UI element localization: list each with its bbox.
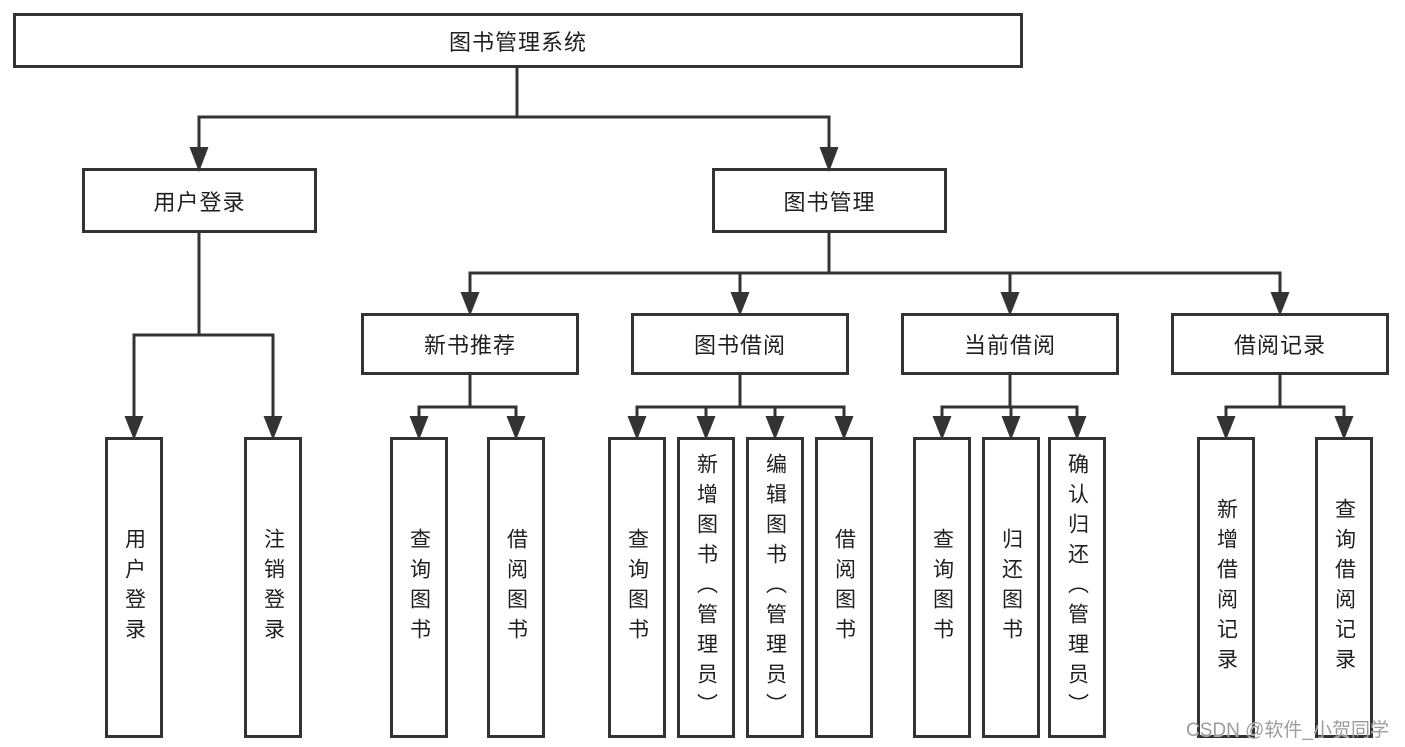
leaf-cb-query-book-label: 查询图书 (930, 527, 954, 648)
leaf-cb-query-book: 查询图书 (913, 437, 971, 738)
leaf-bb-borrow-book: 借阅图书 (815, 437, 873, 738)
leaf-bb-edit-book-admin: 编辑图书（管理员） (746, 437, 804, 738)
leaf-nbr-borrow-book-label: 借阅图书 (504, 527, 528, 648)
connector-newbookrec-to-leaves (417, 374, 518, 421)
leaf-cb-return-book: 归还图书 (982, 437, 1040, 738)
leaf-br-query-record: 查询借阅记录 (1315, 437, 1373, 738)
connector-root-to-level2 (197, 67, 831, 150)
node-current-borrow-label: 当前借阅 (963, 333, 1056, 358)
leaf-bb-edit-book-admin-label: 编辑图书（管理员） (763, 452, 787, 723)
leaf-bb-query-book-label: 查询图书 (625, 527, 649, 648)
connector-userlogin-to-leaves (132, 231, 275, 420)
node-user-login: 用户登录 (82, 168, 317, 233)
node-book-borrow-label: 图书借阅 (693, 333, 786, 358)
leaf-br-add-record-label: 新增借阅记录 (1214, 497, 1238, 678)
node-user-login-label: 用户登录 (153, 189, 246, 215)
node-new-book-recommend-label: 新书推荐 (423, 333, 516, 358)
node-borrow-record: 借阅记录 (1171, 313, 1389, 375)
connector-currentborrow-to-leaves (940, 374, 1079, 421)
leaf-nbr-query-book-label: 查询图书 (407, 527, 431, 648)
leaf-bb-add-book-admin: 新增图书（管理员） (677, 437, 735, 738)
leaf-logout-label: 注销登录 (261, 527, 285, 648)
leaf-cb-return-book-label: 归还图书 (999, 527, 1023, 648)
leaf-bb-query-book: 查询图书 (608, 437, 666, 738)
connector-bookborrow-to-leaves (635, 374, 846, 421)
node-root: 图书管理系统 (13, 13, 1023, 68)
node-book-management-label: 图书管理 (783, 189, 876, 215)
connector-borrowrecord-to-leaves (1224, 374, 1346, 421)
csdn-watermark: CSDN @软件_小贺同学 (1186, 720, 1389, 741)
node-book-management: 图书管理 (712, 168, 947, 233)
connector-bookmgmt-to-level3 (468, 231, 1282, 296)
leaf-user-login: 用户登录 (105, 437, 163, 738)
node-new-book-recommend: 新书推荐 (361, 313, 579, 375)
leaf-cb-confirm-return-admin: 确认归还（管理员） (1048, 437, 1106, 738)
node-root-label: 图书管理系统 (448, 29, 587, 55)
node-book-borrow: 图书借阅 (631, 313, 849, 375)
node-current-borrow: 当前借阅 (901, 313, 1119, 375)
leaf-logout: 注销登录 (244, 437, 302, 738)
node-borrow-record-label: 借阅记录 (1233, 333, 1326, 358)
leaf-cb-confirm-return-admin-label: 确认归还（管理员） (1065, 452, 1089, 723)
leaf-nbr-query-book: 查询图书 (390, 437, 448, 738)
leaf-br-add-record: 新增借阅记录 (1197, 437, 1255, 738)
leaf-nbr-borrow-book: 借阅图书 (487, 437, 545, 738)
leaf-user-login-label: 用户登录 (122, 527, 146, 648)
leaf-bb-add-book-admin-label: 新增图书（管理员） (694, 452, 718, 723)
leaf-bb-borrow-book-label: 借阅图书 (832, 527, 856, 648)
leaf-br-query-record-label: 查询借阅记录 (1332, 497, 1356, 678)
